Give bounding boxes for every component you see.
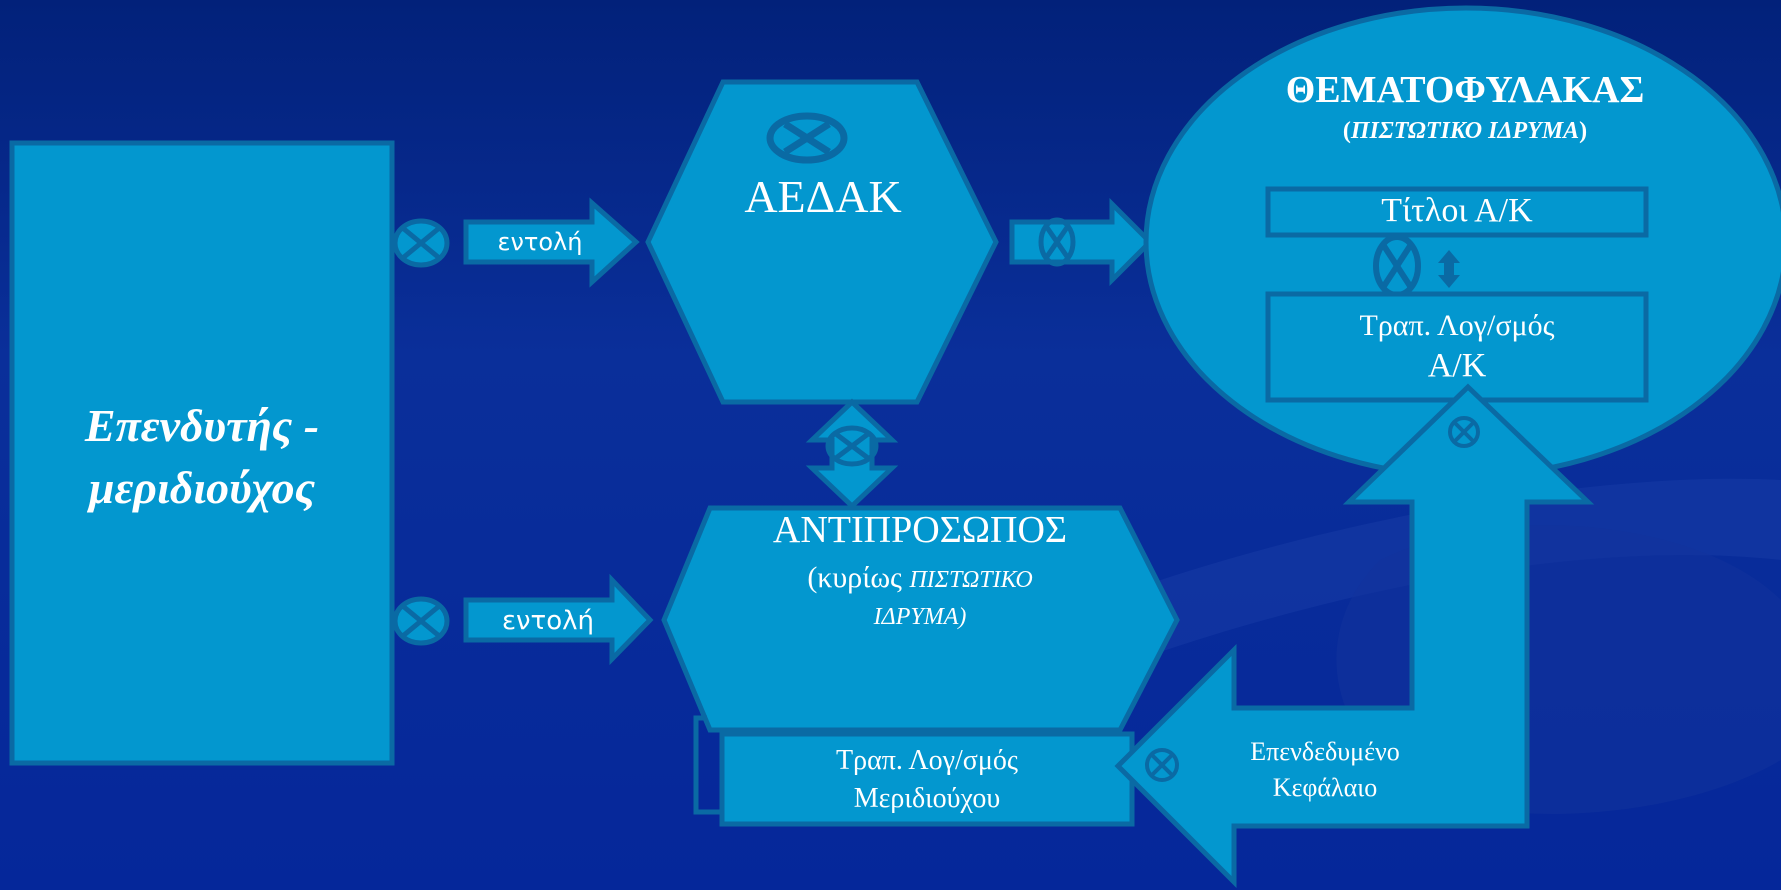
circle-x-icon: [395, 599, 447, 643]
mfmc-hexagon: [645, 79, 999, 405]
representative-line2: (κυρίως ΠΙΣΤΩΤΙΚΟ: [700, 556, 1140, 602]
custodian-subtitle-close: ): [1579, 118, 1588, 144]
mfmc-representative-double-arrow: [805, 398, 899, 510]
order-label-bottom: εντολή: [501, 606, 594, 636]
holder-bank-account-label: Τραπ. Λογ/σμός Μεριδιούχου: [722, 742, 1132, 818]
mfmc-to-custodian-arrow: [1009, 197, 1154, 287]
circle-x-icon: [395, 221, 447, 265]
holder-bank-account-line2: Μεριδιούχου: [853, 783, 1001, 814]
custodian-subtitle-italic: ΠΙΣΤΩΤΙΚΟ ΙΔΡΥΜΑ: [1350, 118, 1580, 144]
order-label-top: εντολή: [497, 228, 583, 256]
investor-label: Επενδυτής - μεριδιούχος: [12, 395, 392, 519]
circle-x-icon: [1145, 748, 1179, 782]
circle-x-icon: [766, 112, 848, 164]
representative-label: ΑΝΤΙΠΡΟΣΩΠΟΣ (κυρίως ΠΙΣΤΩΤΙΚΟ ΙΔΡΥΜΑ): [700, 508, 1140, 632]
circle-x-icon: [825, 425, 879, 467]
fund-titles-box: [1265, 186, 1649, 238]
fund-titles-label: Τίτλοι Α/Κ: [1381, 192, 1533, 229]
holder-bank-account-line1: Τραπ. Λογ/σμός: [836, 745, 1018, 776]
representative-line2-italic: ΠΙΣΤΩΤΙΚΟ: [909, 567, 1033, 593]
circle-x-icon: [1448, 416, 1480, 448]
representative-hexagon: [661, 505, 1180, 733]
bracket-line: [693, 715, 722, 815]
order-arrow-bottom: [463, 573, 654, 666]
double-arrow-icon: [1438, 250, 1460, 288]
invested-capital-label: Επενδεδυμένο Κεφάλαιο: [1200, 734, 1450, 806]
invested-capital-line2: Κεφάλαιο: [1272, 773, 1378, 802]
custodian-subtitle: (ΠΙΣΤΩΤΙΚΟ ΙΔΡΥΜΑ): [1250, 118, 1680, 145]
custodian-title: ΘΕΜΑΤΟΦΥΛΑΚΑΣ: [1285, 69, 1645, 111]
investor-box: [9, 140, 395, 766]
representative-title: ΑΝΤΙΠΡΟΣΩΠΟΣ: [772, 509, 1068, 551]
representative-line3: ΙΔΡΥΜΑ): [873, 604, 967, 630]
fund-bank-account-line2: Α/Κ: [1427, 347, 1487, 384]
fund-bank-account-line1: Τραπ. Λογ/σμός: [1359, 309, 1555, 342]
circle-x-icon: [1038, 217, 1076, 267]
invested-capital-arrow: [1114, 383, 1595, 889]
custodian-subtitle-open: (: [1342, 118, 1351, 144]
order-arrow-top: [463, 197, 640, 288]
holder-bank-account-box: [719, 731, 1135, 827]
investor-label-line1: Επενδυτής -: [84, 400, 320, 451]
mfmc-title: ΑΕΔΑΚ: [744, 171, 902, 222]
representative-line2-prefix: (κυρίως: [807, 561, 902, 594]
invested-capital-line1: Επενδεδυμένο: [1250, 737, 1400, 766]
fund-bank-account-label: Τραπ. Λογ/σμός Α/Κ: [1268, 306, 1646, 386]
investor-label-line2: μεριδιούχος: [88, 462, 316, 513]
